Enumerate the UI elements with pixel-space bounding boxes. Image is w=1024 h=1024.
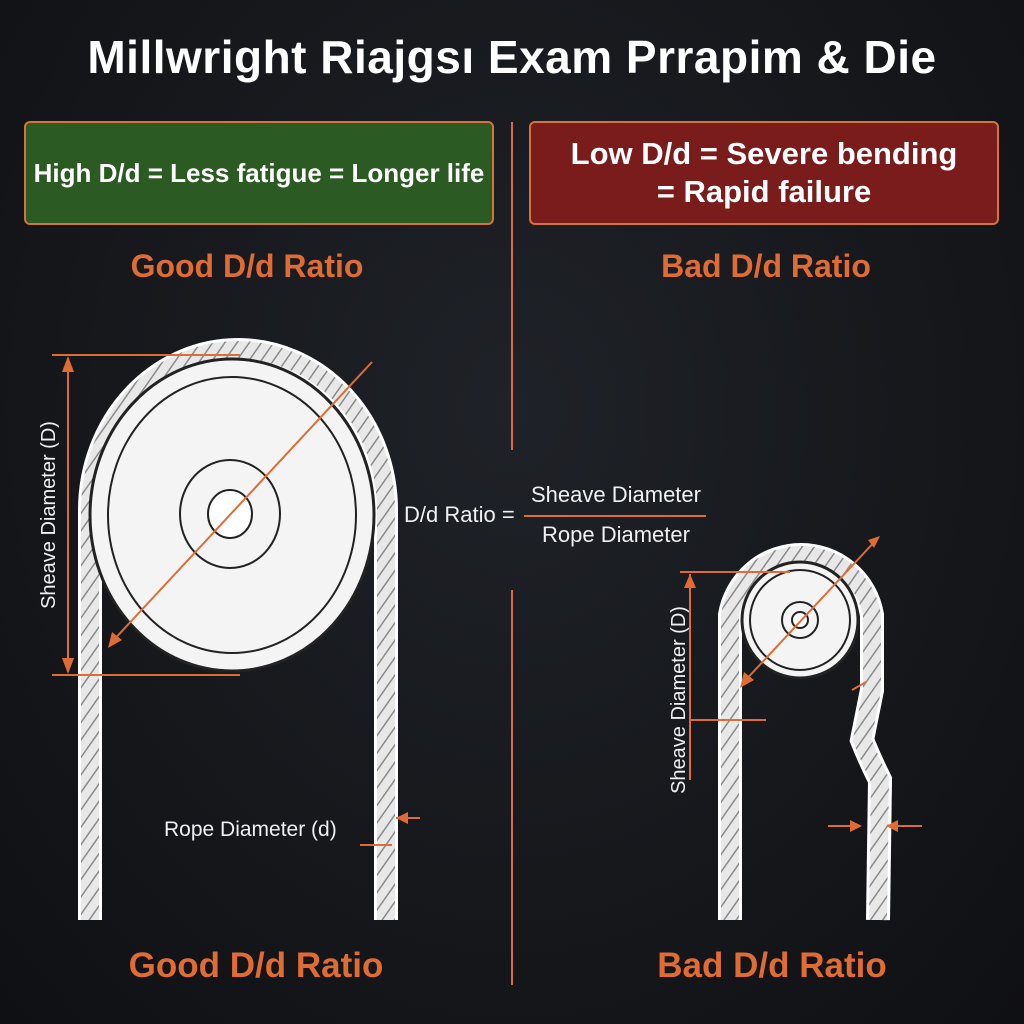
bad-dimension-arrow-up (684, 574, 696, 588)
bad-kink-arrow (851, 681, 867, 691)
good-sheave-diameter-label: Sheave Diameter (D) (38, 421, 60, 609)
good-ratio-banner: High D/d = Less fatigue = Longer life (24, 121, 494, 225)
bad-ratio-heading: Bad D/d Ratio (661, 248, 871, 284)
bad-ratio-banner: Low D/d = Severe bending = Rapid failure (529, 121, 999, 225)
good-ratio-heading: Good D/d Ratio (130, 248, 364, 284)
bad-rope-strands (721, 546, 890, 921)
good-rope-diameter-label: Rope Diameter (d) (164, 818, 337, 841)
page-title: Millwright Riajgsı Exam Prrapim & Die (87, 31, 937, 83)
bad-diameter-arrowhead (740, 672, 754, 688)
formula-fraction-bar (524, 515, 706, 517)
formula-numerator: Sheave Diameter (531, 482, 701, 507)
good-sheave-groove (107, 376, 357, 654)
bad-ratio-banner-line2: = Rapid failure (656, 174, 872, 209)
bad-ratio-footer: Bad D/d Ratio (657, 946, 887, 985)
good-dimension-arrow-up (62, 356, 74, 372)
formula-denominator: Rope Diameter (542, 522, 690, 547)
formula-lhs: D/d Ratio = (404, 502, 515, 527)
good-rope-strands (81, 341, 395, 920)
good-dimension-arrow-down (62, 658, 74, 674)
bad-ratio-banner-line1: Low D/d = Severe bending (570, 136, 958, 171)
bad-sheave-assembly: Sheave Diameter (D) (668, 536, 922, 921)
bad-sheave-diameter-label: Sheave Diameter (D) (668, 606, 690, 794)
bad-diameter-diagonal (741, 537, 879, 685)
bad-sheave-groove (749, 569, 851, 671)
good-diameter-diagonal (109, 361, 373, 645)
bad-diameter-arrowhead-top (868, 536, 880, 548)
good-ratio-footer: Good D/d Ratio (128, 946, 384, 985)
bad-rope-arrowhead-right (886, 820, 898, 832)
bad-rope-arrowhead-left (850, 820, 862, 832)
good-ratio-banner-text: High D/d = Less fatigue = Longer life (33, 157, 485, 188)
good-sheave-assembly: Sheave Diameter (D) (38, 338, 420, 920)
good-diameter-arrowhead (108, 632, 122, 648)
good-rope-arrowhead-right (396, 812, 408, 824)
